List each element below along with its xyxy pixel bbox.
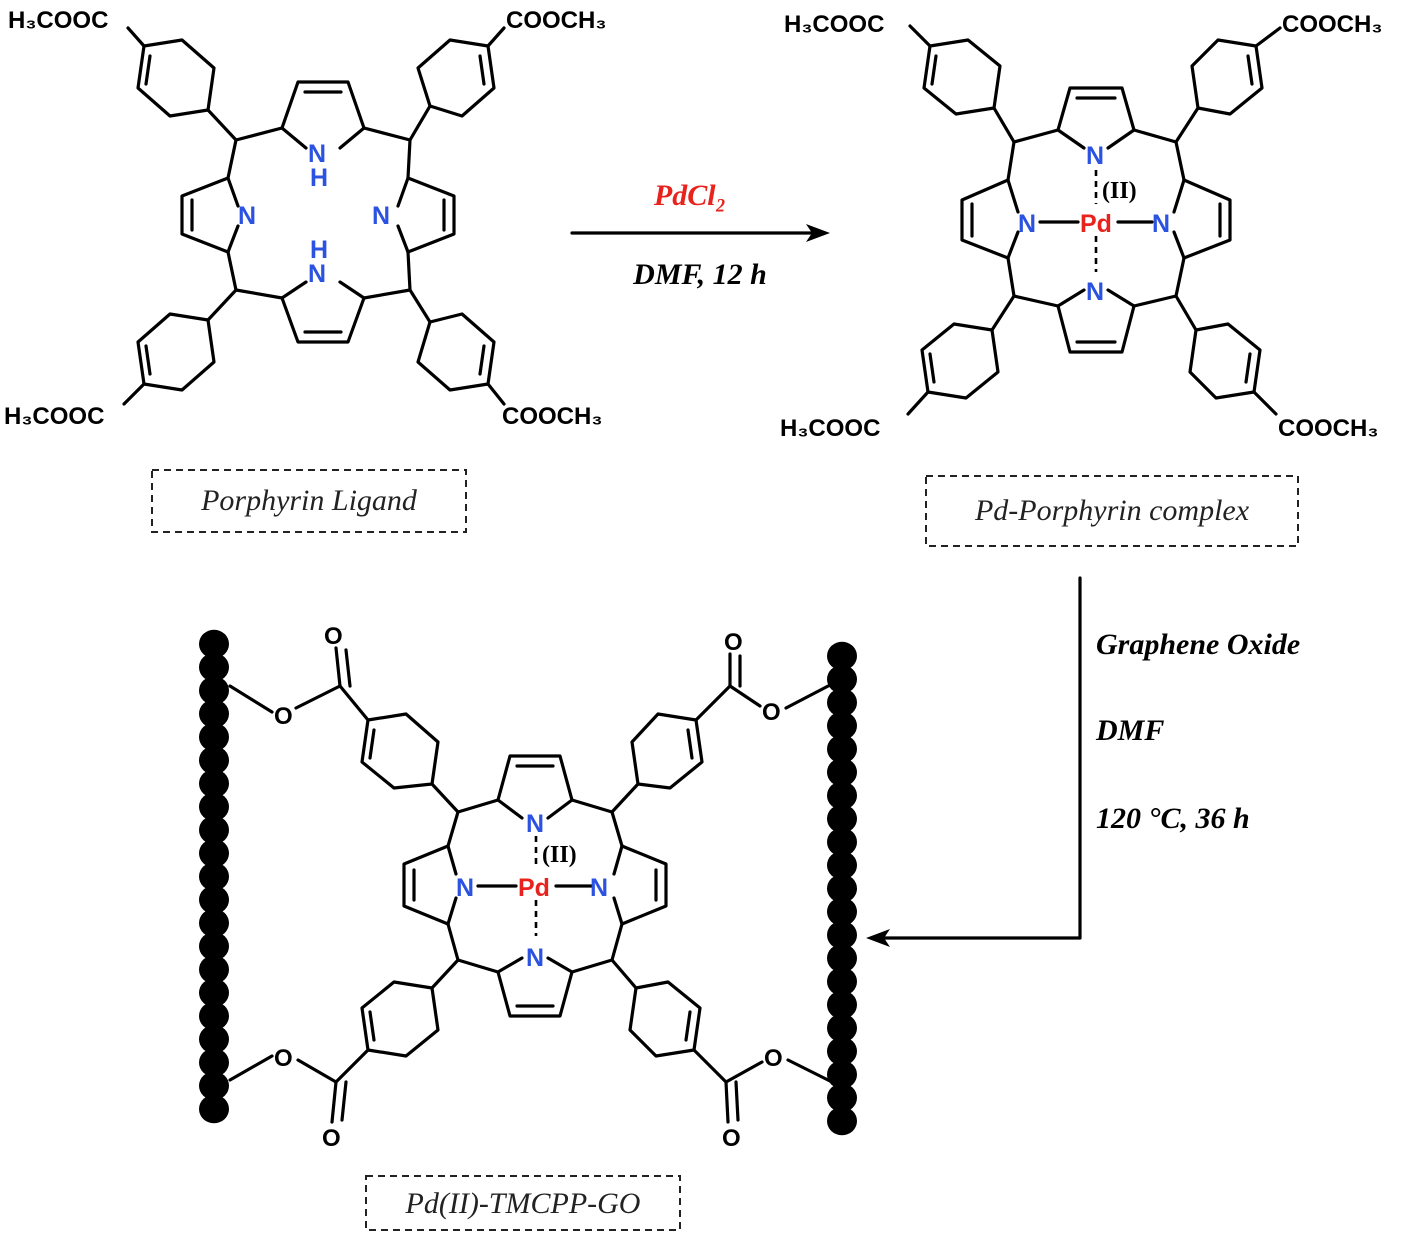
- graphene-bead: [199, 792, 229, 821]
- graphene-bead: [199, 885, 229, 914]
- step1-arrow: [570, 224, 830, 242]
- step1-conditions: DMF, 12 h: [632, 258, 767, 291]
- graphene-bead: [199, 1094, 229, 1124]
- graphene-bead: [827, 851, 857, 880]
- graphene-bead: [199, 746, 229, 775]
- product-oxidation-state: (II): [542, 842, 577, 868]
- graphene-bead: [827, 1037, 857, 1066]
- complex-ester-bottom-right: COOCH₃: [1278, 415, 1378, 442]
- graphene-bead: [199, 769, 229, 798]
- ligand-nh-top-n: N: [308, 140, 326, 168]
- complex-n-top: N: [1086, 142, 1104, 170]
- graphene-bead: [827, 711, 857, 740]
- graphene-bead: [827, 874, 857, 903]
- graphene-bead: [199, 1025, 229, 1054]
- ligand-ester-bottom-left: H₃COOC: [4, 403, 104, 430]
- ligand-ester-top-right: COOCH₃: [506, 7, 606, 34]
- graphene-bead: [199, 978, 229, 1007]
- ligand-caption: Porphyrin Ligand: [200, 484, 418, 517]
- graphene-bead: [827, 967, 857, 996]
- product-carbonyl-o-bottom-left: O: [322, 1125, 341, 1152]
- graphene-bead: [827, 758, 857, 787]
- graphene-bead: [827, 1060, 857, 1089]
- complex-ester-bottom-left: H₃COOC: [780, 415, 880, 442]
- step2-arrow: [866, 576, 1082, 947]
- ligand-ester-top-left: H₃COOC: [8, 7, 108, 34]
- complex-n-left: N: [1018, 210, 1036, 238]
- graphene-bead: [827, 688, 857, 717]
- complex-n-bottom: N: [1086, 278, 1104, 306]
- graphene-bead: [199, 699, 229, 728]
- complex-pd: Pd: [1080, 210, 1112, 238]
- product-caption: Pd(II)-TMCPP-GO: [405, 1187, 641, 1220]
- graphene-bead: [827, 944, 857, 973]
- graphene-oxide-sheet-left: [199, 629, 229, 1124]
- graphene-bead: [199, 839, 229, 868]
- product-n-top: N: [526, 810, 544, 838]
- ligand-nh-top-h: H: [310, 164, 328, 192]
- product-ester-o-top-right: O: [762, 699, 781, 726]
- graphene-bead: [199, 908, 229, 938]
- step2-conditions: 120 °C, 36 h: [1096, 802, 1250, 835]
- complex-ester-top-right: COOCH₃: [1282, 11, 1382, 38]
- graphene-bead: [199, 955, 229, 984]
- product-carbonyl-o-top-right: O: [724, 629, 743, 656]
- graphene-bead: [827, 734, 857, 764]
- product-n-bottom: N: [526, 944, 544, 972]
- graphene-oxide-sheet-right: [827, 641, 857, 1136]
- ligand-nh-bottom-n: N: [308, 260, 326, 288]
- step1-reagent: PdCl₂: [653, 179, 726, 212]
- product-ester-o-top-left: O: [274, 703, 293, 730]
- complex-oxidation-state: (II): [1102, 178, 1137, 204]
- product-n-left: N: [456, 874, 474, 902]
- graphene-bead: [827, 641, 857, 671]
- pd-porphyrin-complex-structure: N N N N Pd (II) H₃COOC COOCH₃ H₃COOC COO…: [780, 11, 1382, 442]
- complex-caption-box: [925, 475, 1299, 547]
- ligand-nh-bottom-h: H: [310, 236, 328, 264]
- graphene-bead: [827, 920, 857, 950]
- graphene-bead: [199, 629, 229, 659]
- ligand-n-right: N: [372, 202, 390, 230]
- graphene-bead: [827, 665, 857, 694]
- product-pd: Pd: [518, 874, 550, 902]
- graphene-bead: [199, 932, 229, 961]
- graphene-bead: [827, 1083, 857, 1112]
- graphene-bead: [827, 781, 857, 810]
- graphene-bead: [199, 1071, 229, 1100]
- graphene-bead: [827, 1013, 857, 1043]
- product-caption-box: [365, 1175, 681, 1231]
- step2-solvent: DMF: [1095, 714, 1164, 747]
- graphene-bead: [199, 1048, 229, 1077]
- graphene-bead: [199, 676, 229, 705]
- porphyrin-ligand-structure: N H H N N N H₃COOC COOCH₃ H₃COOC COOCH₃: [4, 7, 606, 430]
- product-carbonyl-o-top-left: O: [324, 623, 343, 650]
- step2-reagent: Graphene Oxide: [1096, 628, 1300, 661]
- complex-n-right: N: [1152, 210, 1170, 238]
- product-ester-o-bottom-left: O: [274, 1045, 293, 1072]
- graphene-bead: [199, 815, 229, 845]
- graphene-bead: [827, 804, 857, 833]
- ligand-ester-bottom-right: COOCH₃: [502, 403, 602, 430]
- ligand-n-left: N: [238, 202, 256, 230]
- graphene-bead: [827, 990, 857, 1019]
- graphene-bead: [199, 1001, 229, 1031]
- graphene-bead: [199, 862, 229, 891]
- product-carbonyl-o-bottom-right: O: [722, 1125, 741, 1152]
- graphene-bead: [827, 897, 857, 926]
- graphene-bead: [199, 722, 229, 752]
- graphene-bead: [827, 827, 857, 857]
- graphene-bead: [199, 653, 229, 682]
- graphene-bead: [827, 1106, 857, 1136]
- ligand-caption-box: [151, 469, 467, 533]
- product-n-right: N: [590, 874, 608, 902]
- product-ester-o-bottom-right: O: [764, 1045, 783, 1072]
- complex-ester-top-left: H₃COOC: [784, 11, 884, 38]
- complex-caption: Pd-Porphyrin complex: [974, 494, 1250, 527]
- pd-tmcpp-go-structure: N N N N Pd (II) O O O O O O O O: [228, 623, 834, 1152]
